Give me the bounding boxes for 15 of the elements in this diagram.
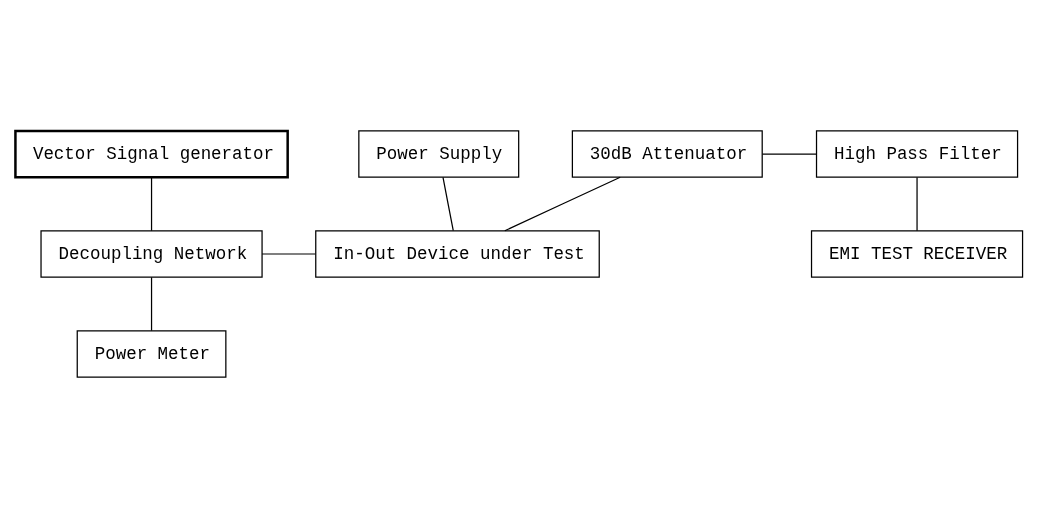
connector — [915, 176, 918, 232]
connector — [761, 153, 817, 155]
connector — [150, 276, 152, 332]
node-box: High Pass Filter — [815, 130, 1018, 178]
node-box: Power Supply — [357, 130, 519, 178]
node-box: Vector Signal generator — [13, 129, 289, 179]
node-box: EMI TEST RECEIVER — [810, 230, 1023, 278]
node-box: Decoupling Network — [39, 230, 263, 278]
connector — [503, 176, 621, 232]
connector — [150, 176, 152, 232]
connector — [260, 253, 316, 255]
connector — [441, 176, 454, 232]
node-box: Power Meter — [76, 330, 226, 378]
node-box: 30dB Attenuator — [571, 130, 763, 178]
node-box: In-Out Device under Test — [314, 230, 600, 278]
